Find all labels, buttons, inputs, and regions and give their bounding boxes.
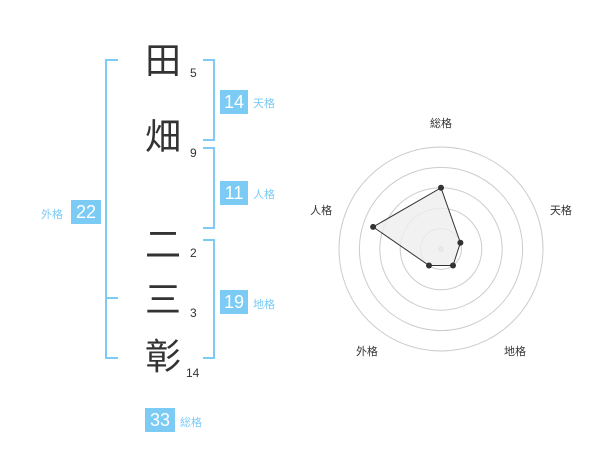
name-char-5: 彰 [144,337,181,378]
jinkaku-bracket [203,147,215,229]
radar-axis-label-5: 人格 [310,203,332,217]
radar-axis-label-3: 地格 [504,344,526,358]
stroke-count-4: 3 [190,306,197,320]
radar-point-1 [438,184,444,191]
name-char-1: 田 [144,41,181,82]
jinkaku-label: 人格 [253,188,275,201]
tenkaku-bracket [203,59,215,141]
radar-grid-ring [338,146,544,352]
soukaku-label: 総格 [180,416,202,429]
stroke-count-3: 2 [190,246,197,260]
radar-axis-label-4: 外格 [356,344,378,358]
chikaku-bracket [203,239,215,359]
radar-point-3 [449,262,456,269]
gaikaku-bracket [105,59,118,359]
gaikaku-badge: 22 [71,200,101,224]
radar-axis-label-1: 総格 [430,116,452,130]
name-char-2: 畑 [144,117,181,158]
gaikaku-label: 外格 [41,208,63,221]
chikaku-label: 地格 [253,298,275,311]
radar-series-polygon [372,187,461,267]
stroke-count-2: 9 [190,146,197,160]
stroke-count-1: 5 [190,66,197,80]
soukaku-badge: 33 [145,408,175,432]
radar-axis-label-2: 天格 [550,203,572,217]
chikaku-badge: 19 [220,290,248,314]
stroke-count-5: 14 [186,366,200,380]
name-char-3: 二 [144,225,181,266]
radar-point-4 [426,262,433,269]
radar-grid-ring [358,166,524,332]
radar-point-5 [370,223,377,230]
tenkaku-label: 天格 [253,97,275,110]
name-char-4: 三 [144,280,181,321]
tenkaku-badge: 14 [220,90,248,114]
jinkaku-badge: 11 [220,181,248,205]
radar-point-2 [457,239,464,246]
